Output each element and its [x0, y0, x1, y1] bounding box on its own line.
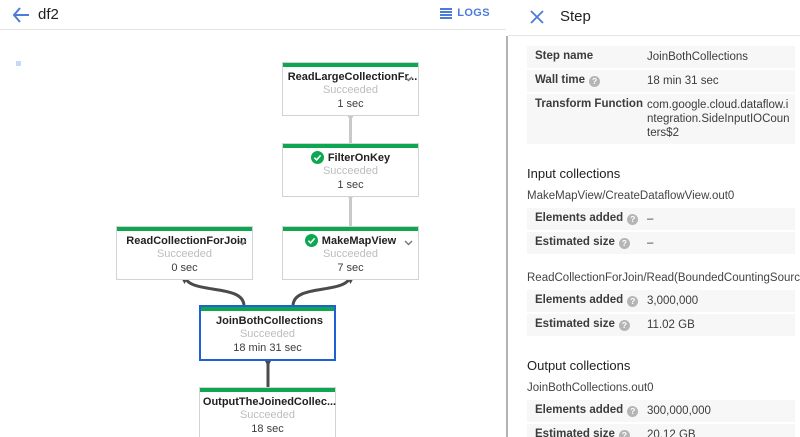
step-node-joinbothcollections[interactable]: JoinBothCollections Succeeded 18 min 31 …: [199, 305, 336, 361]
metric-label: Elements added: [535, 212, 647, 225]
step-name: ReadCollectionForJoin: [126, 234, 247, 247]
step-name: MakeMapView: [321, 234, 397, 247]
step-status: Succeeded: [156, 248, 213, 260]
field-label: Step name: [535, 50, 594, 62]
step-panel-body: Step name JoinBothCollections Wall time …: [508, 36, 800, 437]
step-status: Succeeded: [322, 248, 379, 260]
metric-label: Estimated size: [535, 428, 647, 437]
panel-title: Step: [560, 8, 591, 25]
metric-row: Elements added 3,000,000: [527, 290, 795, 314]
help-icon[interactable]: [618, 238, 630, 249]
chevron-down-icon[interactable]: [238, 237, 247, 249]
help-icon[interactable]: [589, 76, 601, 87]
close-icon[interactable]: [530, 10, 544, 24]
pipeline-graph-canvas[interactable]: ReadLargeCollectionFr... Succeeded 1 sec…: [0, 30, 506, 437]
metric-label: Elements added: [535, 294, 647, 307]
step-node-filteronkey[interactable]: FilterOnKey Succeeded 1 sec: [282, 143, 419, 197]
metric-row: Elements added 300,000,000: [527, 400, 795, 424]
help-icon[interactable]: [618, 320, 630, 331]
field-value: com.google.cloud.dataflow.integration.Si…: [647, 99, 790, 139]
field-label: Wall time: [535, 74, 647, 87]
metric-value: 300,000,000: [647, 405, 711, 417]
step-name: OutputTheJoinedCollec...: [202, 395, 337, 408]
metric-value: 3,000,000: [647, 295, 699, 307]
step-duration: 1 sec: [337, 98, 364, 110]
step-details-panel: Step Step name JoinBothCollections Wall …: [508, 0, 800, 437]
metric-label: Elements added: [535, 404, 647, 417]
metric-value: 11.02 GB: [647, 319, 695, 331]
step-duration: 7 sec: [337, 262, 364, 274]
metric-row: Estimated size 20.12 GB: [527, 424, 795, 437]
step-name: ReadLargeCollectionFr...: [287, 70, 418, 83]
status-bar: [283, 63, 418, 67]
metric-label: Estimated size: [535, 236, 647, 249]
step-duration: 18 sec: [251, 423, 284, 435]
step-panel-header: Step: [508, 0, 800, 36]
metric-row: Estimated size 11.02 GB: [527, 314, 795, 338]
collection-name: MakeMapView/CreateDataflowView.out0: [527, 190, 735, 202]
step-node-outputthejoined[interactable]: OutputTheJoinedCollec... Succeeded 18 se…: [199, 387, 336, 437]
success-check-icon: [304, 234, 318, 247]
input-collections-heading: Input collections: [527, 166, 621, 181]
canvas-artifact-dot: [16, 61, 21, 66]
success-check-icon: [310, 151, 324, 164]
step-name: JoinBothCollections: [216, 314, 323, 327]
back-arrow-icon[interactable]: [12, 7, 30, 23]
graph-panel: df2 LOGS: [0, 0, 506, 437]
output-collections-heading: Output collections: [527, 358, 631, 373]
field-value: JoinBothCollections: [647, 51, 749, 63]
step-name: FilterOnKey: [327, 151, 391, 164]
field-transform-function: Transform Function com.google.cloud.data…: [527, 94, 795, 146]
logs-button-label: LOGS: [457, 7, 490, 19]
help-icon[interactable]: [627, 406, 639, 417]
job-title: df2: [38, 6, 59, 23]
metric-label: Estimated size: [535, 318, 647, 331]
step-node-readcollectionforjoin[interactable]: ReadCollectionForJoin Succeeded 0 sec: [116, 226, 253, 280]
step-duration: 0 sec: [171, 262, 198, 274]
chevron-down-icon[interactable]: [404, 73, 413, 85]
step-status: Succeeded: [239, 328, 296, 340]
metric-value: –: [647, 213, 654, 225]
status-bar: [283, 144, 418, 148]
step-node-makemapview[interactable]: MakeMapView Succeeded 7 sec: [282, 226, 419, 280]
field-step-name: Step name JoinBothCollections: [527, 46, 795, 70]
field-wall-time: Wall time 18 min 31 sec: [527, 70, 795, 94]
metric-row: Elements added –: [527, 208, 795, 232]
status-bar: [200, 388, 335, 392]
status-bar: [117, 227, 252, 231]
collection-name: JoinBothCollections.out0: [527, 382, 654, 394]
help-icon[interactable]: [618, 430, 630, 437]
field-label: Transform Function: [535, 98, 643, 110]
graph-edges: [178, 110, 357, 387]
collection-name: ReadCollectionForJoin/Read(BoundedCounti…: [527, 272, 800, 284]
step-status: Succeeded: [322, 84, 379, 96]
logs-button[interactable]: LOGS: [440, 7, 490, 19]
chevron-down-icon[interactable]: [404, 237, 413, 249]
step-node-readlargecollection[interactable]: ReadLargeCollectionFr... Succeeded 1 sec: [282, 62, 419, 116]
status-bar: [283, 227, 418, 231]
help-icon[interactable]: [627, 214, 639, 225]
panel-divider: [506, 36, 508, 437]
logs-list-icon: [440, 7, 453, 19]
job-topbar: df2 LOGS: [0, 0, 506, 30]
status-bar: [201, 307, 334, 311]
help-icon[interactable]: [627, 296, 639, 307]
step-duration: 18 min 31 sec: [233, 342, 302, 354]
step-status: Succeeded: [239, 409, 296, 421]
step-status: Succeeded: [322, 165, 379, 177]
field-value: 18 min 31 sec: [647, 75, 719, 87]
step-duration: 1 sec: [337, 179, 364, 191]
metric-row: Estimated size –: [527, 232, 795, 256]
metric-value: –: [647, 237, 654, 249]
metric-value: 20.12 GB: [647, 429, 696, 437]
